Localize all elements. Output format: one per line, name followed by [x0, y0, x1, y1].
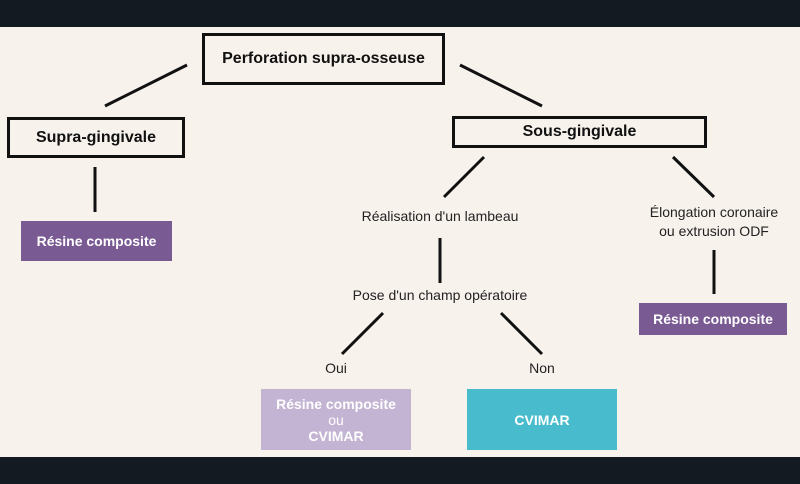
oui-result-node: Résine composite ou CVIMAR	[261, 389, 411, 450]
champ-question: Pose d'un champ opératoire	[352, 287, 528, 303]
oui-result-line2: ou	[328, 411, 344, 428]
root-node-label: Perforation supra-osseuse	[222, 50, 425, 67]
connector-champ-to-non	[499, 311, 544, 356]
connector-sous-to-elongation	[671, 155, 716, 199]
elongation-line1: Élongation coronaire	[649, 204, 779, 220]
connector-champ-to-oui	[340, 311, 385, 356]
sous-gingivale-node: Sous-gingivale	[452, 116, 707, 148]
top-frame-band	[0, 0, 800, 27]
lambeau-step: Réalisation d'un lambeau	[361, 208, 519, 224]
supra-result-node: Résine composite	[21, 221, 172, 261]
oui-label: Oui	[325, 360, 347, 376]
non-result-label: CVIMAR	[514, 411, 570, 428]
elongation-step: Élongation coronaire ou extrusion ODF	[620, 203, 800, 241]
sous-gingivale-label: Sous-gingivale	[522, 123, 637, 140]
root-node: Perforation supra-osseuse	[202, 33, 445, 85]
oui-result-line1: Résine composite	[276, 395, 396, 412]
supra-gingivale-label: Supra-gingivale	[35, 128, 157, 146]
elongation-result-node: Résine composite	[639, 303, 787, 335]
bottom-frame-band	[0, 457, 800, 484]
connector-root-to-sous	[459, 63, 543, 108]
connector-root-to-supra	[104, 63, 188, 108]
connector-sous-to-lambeau	[442, 155, 486, 199]
non-label: Non	[529, 360, 555, 376]
elongation-result-label: Résine composite	[653, 311, 773, 327]
elongation-line2: ou extrusion ODF	[659, 223, 769, 239]
non-result-node: CVIMAR	[467, 389, 617, 450]
oui-result-line3: CVIMAR	[308, 427, 364, 444]
supra-result-label: Résine composite	[36, 233, 157, 249]
supra-gingivale-node: Supra-gingivale	[7, 117, 185, 158]
